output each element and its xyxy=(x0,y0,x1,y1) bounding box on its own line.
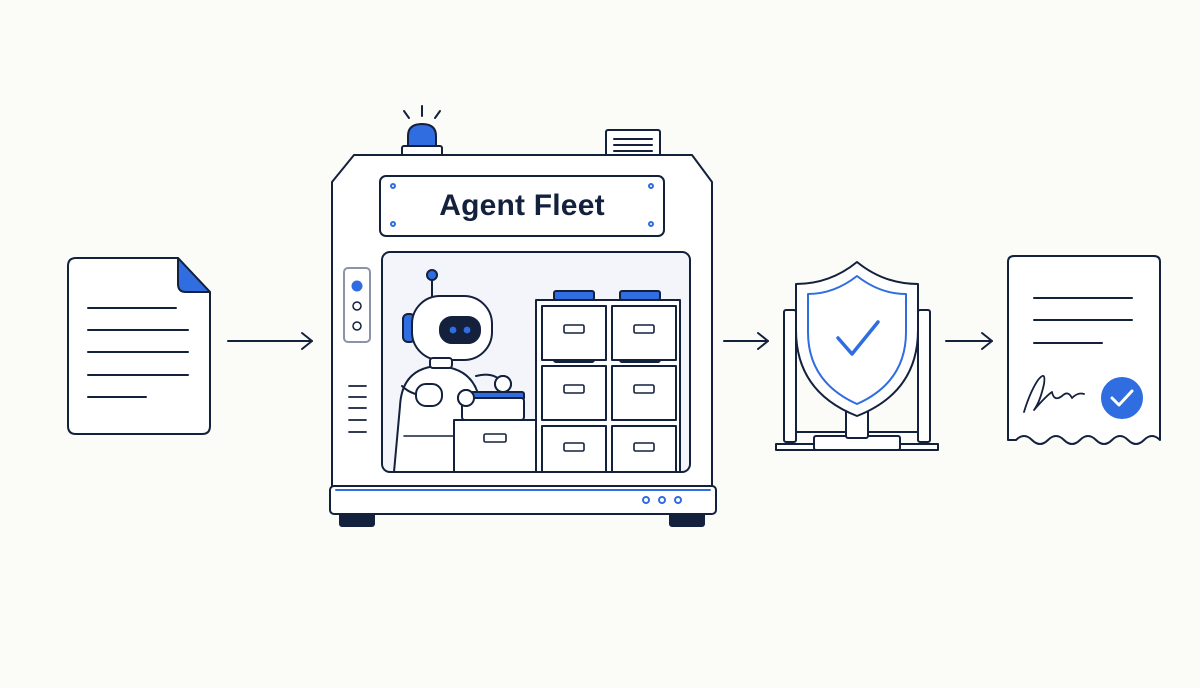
paper-output-slot xyxy=(605,129,661,157)
filing-cabinet xyxy=(535,290,681,473)
shield-check-icon xyxy=(775,261,939,451)
document-icon xyxy=(67,257,211,435)
vent-lines xyxy=(348,385,367,433)
status-indicator-panel xyxy=(343,267,371,343)
flow-arrow-1 xyxy=(227,332,313,350)
flow-arrow-3 xyxy=(945,332,993,350)
receipt-signature-icon xyxy=(1007,255,1161,445)
flow-arrow-2 xyxy=(723,332,769,350)
agent-fleet-machine xyxy=(329,105,717,527)
open-drawer xyxy=(453,375,537,473)
alarm-light-icon xyxy=(401,105,443,157)
